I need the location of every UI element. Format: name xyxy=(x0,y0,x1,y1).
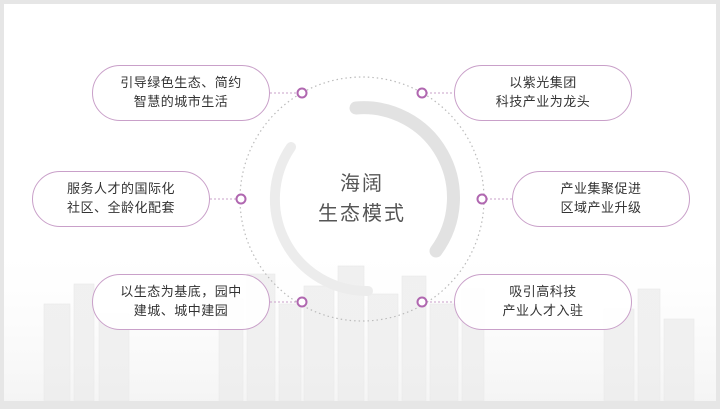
pill-line1: 引导绿色生态、简约 xyxy=(120,76,242,91)
pill-line2: 区域产业升级 xyxy=(560,201,642,216)
pill-line2: 社区、全龄化配套 xyxy=(66,201,175,216)
pill-line2: 产业人才入驻 xyxy=(502,304,584,319)
center-arc-right xyxy=(349,101,460,258)
pill-line2: 科技产业为龙头 xyxy=(495,95,591,110)
ring-nodes xyxy=(235,87,488,308)
pill-line2: 智慧的城市生活 xyxy=(133,95,229,110)
pill-ecology-base: 以生态为基底，园中 建城、城中建园 xyxy=(92,274,270,330)
node-marker xyxy=(416,87,428,99)
pill-line1: 服务人才的国际化 xyxy=(66,182,175,197)
center-arc-left xyxy=(269,142,373,297)
slide: 海阔 生态模式 引导绿色生态、简约 智慧的城市生活 以紫光集团 科技产业为龙头 … xyxy=(4,4,716,401)
pill-industry-upgrade: 产业集聚促进 区域产业升级 xyxy=(512,171,690,227)
node-marker xyxy=(296,87,308,99)
node-marker xyxy=(476,193,488,205)
center-title-line1: 海阔 xyxy=(340,171,384,195)
center-title: 海阔 生态模式 xyxy=(302,168,422,228)
node-marker xyxy=(235,193,247,205)
pill-line1: 产业集聚促进 xyxy=(560,182,642,197)
pill-line1: 以生态为基底，园中 xyxy=(120,285,242,300)
center-title-line2: 生态模式 xyxy=(318,201,406,225)
pill-line1: 吸引高科技 xyxy=(509,285,577,300)
node-marker xyxy=(296,296,308,308)
pill-line2: 建城、城中建园 xyxy=(133,304,229,319)
pill-line1: 以紫光集团 xyxy=(509,76,577,91)
pill-attract-talent: 吸引高科技 产业人才入驻 xyxy=(454,274,632,330)
pill-green-city-life: 引导绿色生态、简约 智慧的城市生活 xyxy=(92,65,270,121)
node-marker xyxy=(416,296,428,308)
pill-unigroup-leader: 以紫光集团 科技产业为龙头 xyxy=(454,65,632,121)
pill-talent-community: 服务人才的国际化 社区、全龄化配套 xyxy=(32,171,210,227)
